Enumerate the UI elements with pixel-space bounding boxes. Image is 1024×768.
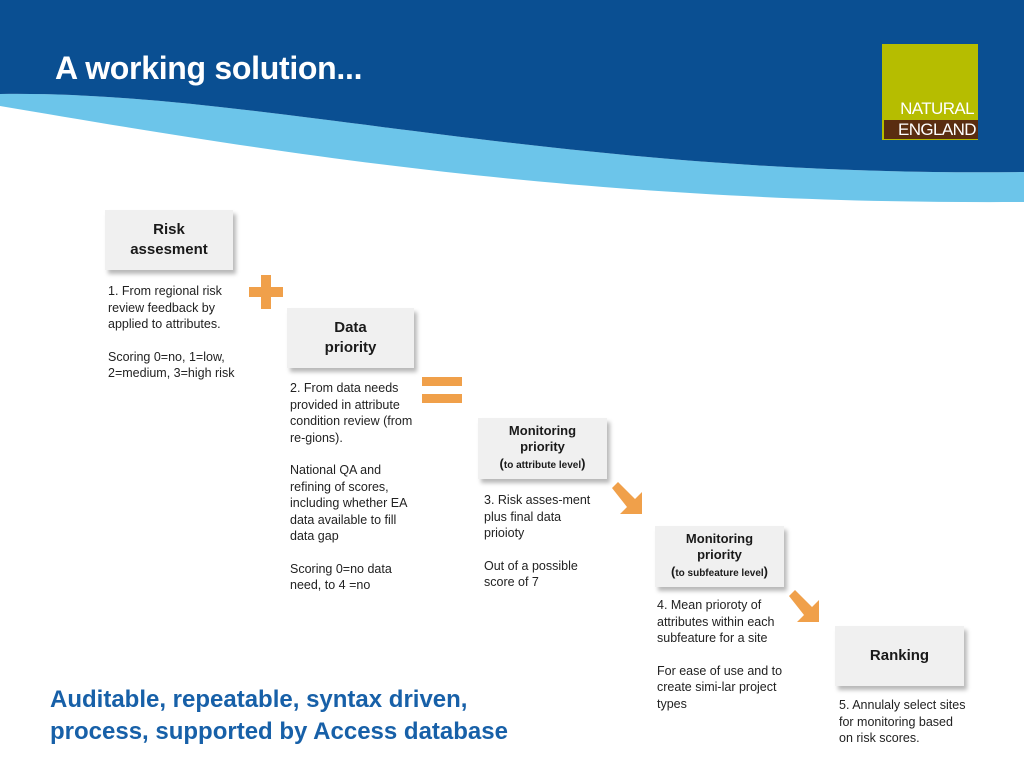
heading-sub-text: to subfeature level (675, 567, 764, 579)
step-heading-line: assesment (130, 241, 208, 258)
step-description-5: 5. Annulaly select sites for monitoring … (839, 697, 969, 763)
step-description-4: 4. Mean prioroty of attributes within ea… (657, 597, 787, 728)
paren-close: ) (763, 563, 769, 579)
step-box-monitoring-priority-subfeature: Monitoring priority (to subfeature level… (655, 526, 784, 587)
description-paragraph: 1. From regional risk review feedback by… (108, 284, 222, 331)
paren-open: ( (670, 563, 676, 579)
description-paragraph: Scoring 0=no data need, to 4 =no (290, 561, 392, 593)
step-heading-line: priority (324, 339, 377, 356)
step-box-ranking: Ranking (835, 626, 964, 686)
logo-line-england: ENGLAND (884, 120, 978, 139)
plus-icon (249, 275, 283, 309)
step-description-2: 2. From data needs provided in attribute… (290, 380, 415, 610)
summary-line-1: Auditable, repeatable, syntax driven, (50, 686, 468, 713)
step-heading-sub: (to attribute level) (500, 455, 586, 475)
heading-sub-text: to attribute level (503, 459, 582, 471)
description-paragraph: 5. Annulaly select sites for monitoring … (839, 698, 966, 745)
header-swoosh-light (0, 93, 1024, 203)
step-box-risk-assessment: Risk assesment (105, 210, 233, 270)
step-heading-line: priority (697, 546, 742, 562)
description-paragraph: Scoring 0=no, 1=low, 2=medium, 3=high ri… (108, 349, 235, 381)
summary-statement: Auditable, repeatable, syntax driven, pr… (50, 684, 508, 748)
step-description-3: 3. Risk asses-ment plus final data prioi… (484, 492, 604, 607)
step-heading-sub: (to subfeature level) (671, 563, 768, 583)
paren-close: ) (581, 455, 586, 471)
step-description-1: 1. From regional risk review feedback by… (108, 283, 248, 398)
arrow-down-right-icon (789, 590, 819, 622)
description-paragraph: National QA and refining of scores, incl… (290, 463, 407, 543)
step-heading-line: Risk (153, 221, 185, 238)
step-box-monitoring-priority-attribute: Monitoring priority (to attribute level) (478, 418, 607, 479)
description-paragraph: 4. Mean prioroty of attributes within ea… (657, 598, 775, 645)
step-heading-line: Monitoring (508, 422, 577, 438)
step-heading-line: Monitoring (685, 530, 754, 546)
summary-line-2: process, supported by Access database (50, 718, 508, 745)
header-banner (0, 0, 1024, 203)
step-box-data-priority: Data priority (287, 308, 414, 368)
slide-title: A working solution... (55, 50, 363, 86)
logo-line-natural: NATURAL (900, 99, 974, 118)
step-heading-line: Ranking (869, 647, 930, 664)
natural-england-logo: NATURAL ENGLAND (882, 44, 978, 140)
description-paragraph: 3. Risk asses-ment plus final data prioi… (484, 493, 591, 540)
header-band-dark (0, 0, 1024, 173)
arrow-down-right-icon (612, 482, 642, 514)
step-heading-line: Data (334, 319, 367, 336)
step-heading-line: priority (520, 438, 565, 454)
equals-icon (422, 377, 462, 403)
paren-open: ( (499, 455, 504, 471)
description-paragraph: For ease of use and to create simi-lar p… (657, 663, 783, 711)
description-paragraph: Out of a possible score of 7 (484, 558, 578, 590)
description-paragraph: 2. From data needs provided in attribute… (290, 381, 413, 445)
